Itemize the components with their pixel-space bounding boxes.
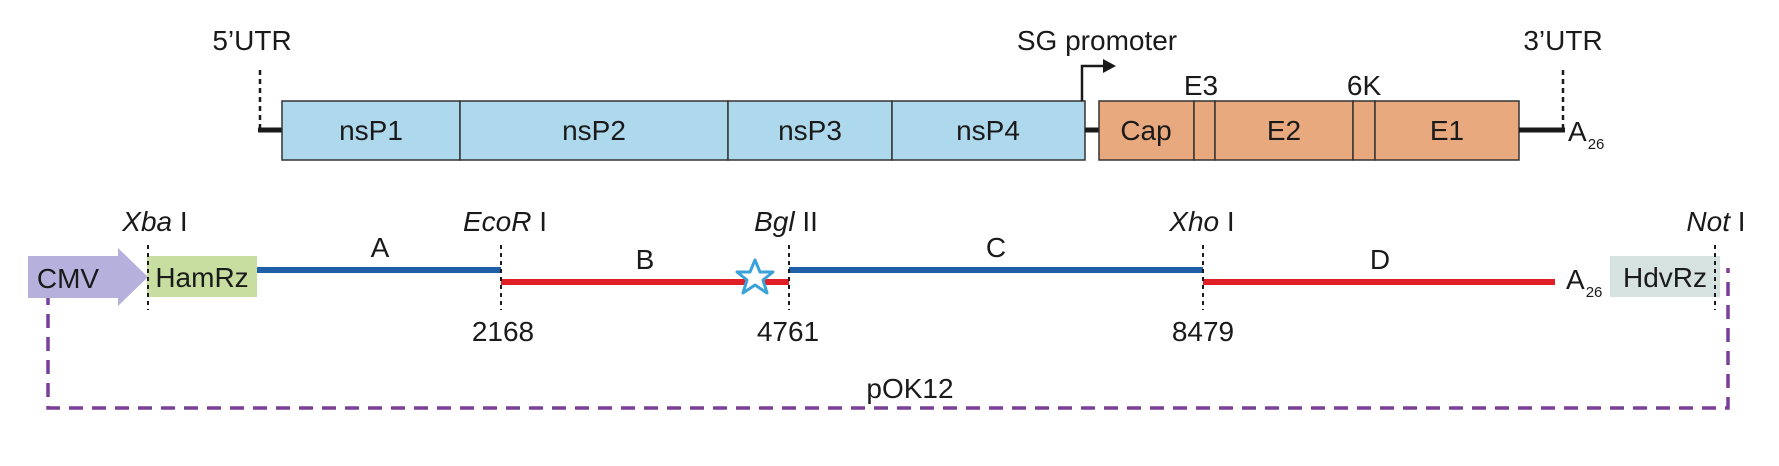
genome-polya-label: A26	[1568, 116, 1604, 153]
sg-promoter-label: SG promoter	[1017, 25, 1177, 56]
gene-label-6k: 6K	[1347, 70, 1382, 101]
gene-label-e2: E2	[1267, 115, 1301, 146]
fragment-label-a: A	[371, 232, 390, 263]
gene-box-nsp3	[727, 100, 893, 161]
construct-polya-label: A26	[1566, 264, 1602, 301]
structural-block: Cap E2 E1 E3 6K	[1098, 70, 1520, 161]
gene-label-e3: E3	[1184, 70, 1218, 101]
gene-label-cap: Cap	[1120, 115, 1171, 146]
genome-map: 5’UTR nsP1 nsP2 nsP3 nsP4 SG promoter Ca…	[212, 25, 1604, 161]
fragment-label-b: B	[636, 244, 655, 275]
utr3-label: 3’UTR	[1523, 25, 1602, 56]
site-position-ecor: 2168	[472, 316, 534, 347]
mutation-star-icon	[735, 258, 775, 295]
gene-box-e3	[1193, 100, 1216, 161]
gene-box-e2	[1214, 100, 1354, 161]
site-label-not: Not I	[1686, 206, 1745, 237]
site-label-bgl: Bgl II	[754, 206, 818, 237]
sg-promoter-arrowhead	[1103, 59, 1116, 73]
plasmid-label: pOK12	[866, 373, 953, 404]
gene-box-nsp1	[281, 100, 461, 161]
cmv-label: CMV	[37, 263, 100, 294]
fragment-label-d: D	[1370, 244, 1390, 275]
fragment-label-c: C	[986, 232, 1006, 263]
gene-label-nsp2: nsP2	[562, 115, 626, 146]
gene-box-cap	[1098, 100, 1195, 161]
hdvrz-label: HdvRz	[1623, 262, 1707, 293]
gene-box-6k	[1352, 100, 1376, 161]
gene-label-nsp1: nsP1	[339, 115, 403, 146]
utr5-label: 5’UTR	[212, 25, 291, 56]
site-label-xho: Xho I	[1168, 206, 1234, 237]
cmv-promoter	[28, 248, 148, 306]
hdvrz-box	[1610, 256, 1720, 297]
gene-label-nsp4: nsP4	[956, 115, 1020, 146]
sg-promoter-arrow	[1080, 64, 1105, 101]
construct-map: pOK12 CMV HamRz A B C D A26 HdvRz Xba I …	[28, 206, 1746, 410]
plasmid-backbone	[46, 268, 1730, 410]
gene-box-nsp2	[459, 100, 729, 161]
site-position-bgl: 4761	[757, 316, 819, 347]
nonstructural-block: nsP1 nsP2 nsP3 nsP4	[281, 100, 1086, 161]
hamrz-box	[147, 256, 257, 297]
site-position-xho: 8479	[1172, 316, 1234, 347]
gene-label-e1: E1	[1430, 115, 1464, 146]
site-label-ecor: EcoR I	[463, 206, 547, 237]
gene-label-nsp3: nsP3	[778, 115, 842, 146]
site-label-xba: Xba I	[121, 206, 187, 237]
gene-box-nsp4	[891, 100, 1086, 161]
hamrz-label: HamRz	[155, 262, 248, 293]
